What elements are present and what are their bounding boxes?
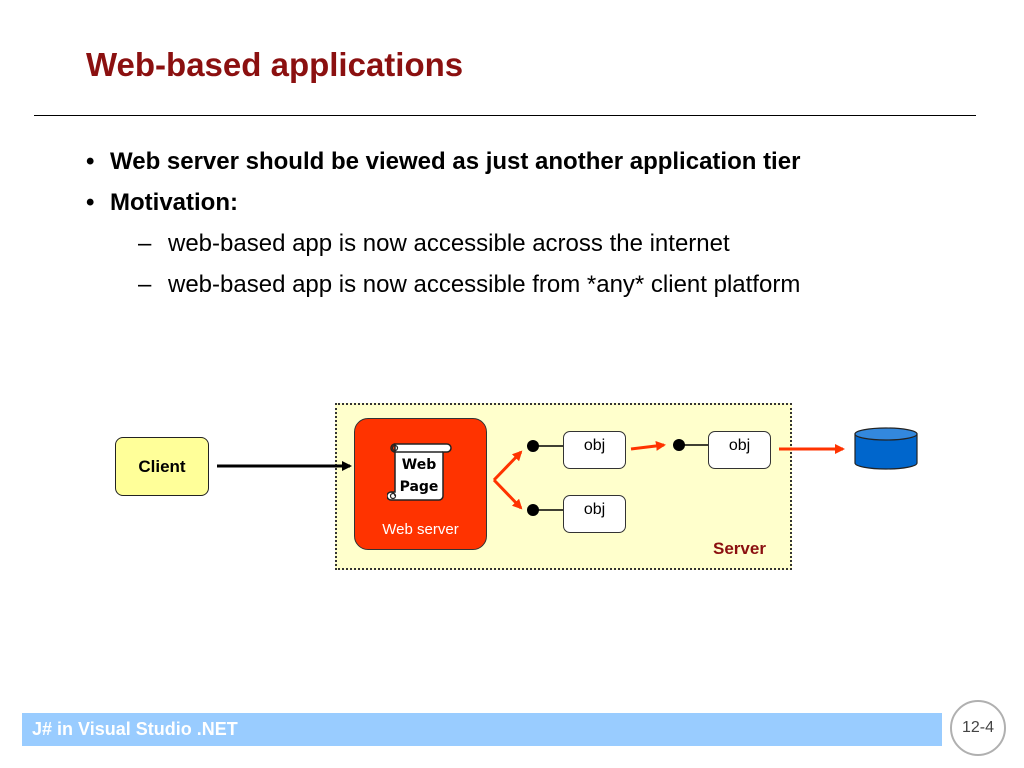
sub-bullet-text: web-based app is now accessible from *an… — [168, 271, 801, 298]
database-icon — [854, 427, 918, 470]
title-divider — [34, 115, 976, 116]
obj-box: obj — [708, 431, 771, 469]
slide-title: Web-based applications — [86, 46, 464, 83]
bullet-item: • Web server should be viewed as just an… — [86, 148, 986, 189]
client-box: Client — [115, 437, 209, 496]
bullet-symbol: • — [86, 148, 95, 175]
bullet-text: Web server should be viewed as just anot… — [110, 148, 801, 175]
web-page-label-line2: Page — [399, 479, 439, 495]
sub-bullet-text: web-based app is now accessible across t… — [168, 230, 730, 257]
page-number: 12-4 — [961, 719, 995, 736]
bullet-symbol: • — [86, 189, 95, 216]
obj-label: obj — [583, 437, 606, 454]
bullet-item: • Motivation: — [86, 189, 986, 230]
web-page-scroll-icon — [387, 443, 452, 501]
bullet-list: • Web server should be viewed as just an… — [86, 148, 986, 312]
dash-symbol: – — [138, 230, 152, 257]
footer-bar — [22, 713, 942, 746]
footer-course-title: J# in Visual Studio .NET — [32, 719, 238, 739]
obj-label: obj — [583, 501, 606, 518]
obj-label: obj — [728, 437, 751, 454]
bullet-text: Motivation: — [110, 189, 238, 216]
obj-box: obj — [563, 495, 626, 533]
obj-box: obj — [563, 431, 626, 469]
dash-symbol: – — [138, 271, 152, 298]
server-label: Server — [713, 539, 766, 558]
web-server-label: Web server — [382, 521, 459, 538]
client-label: Client — [138, 456, 186, 476]
sub-bullet-item: – web-based app is now accessible from *… — [86, 271, 986, 312]
sub-bullet-item: – web-based app is now accessible across… — [86, 230, 986, 271]
web-page-label-line1: Web — [401, 457, 437, 473]
web-page-label: Web Page — [391, 454, 447, 498]
page-number-badge: 12-4 — [950, 700, 1006, 756]
